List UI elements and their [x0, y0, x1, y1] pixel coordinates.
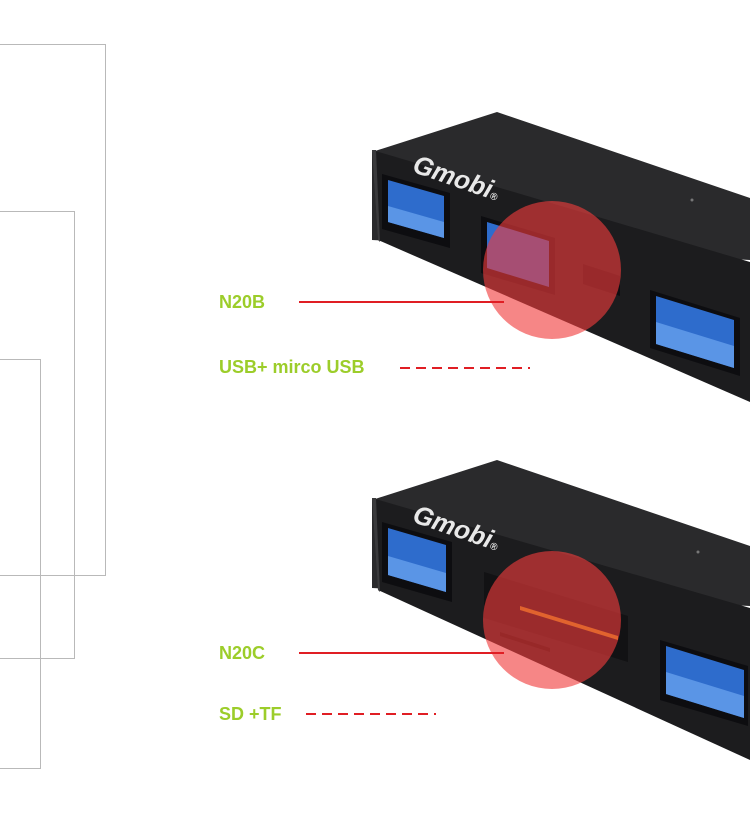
outline-frame — [0, 211, 75, 659]
ports-label-n20c: SD +TF — [219, 704, 282, 724]
highlight-circle — [483, 201, 621, 339]
ports-label-n20b: USB+ mirco USB — [219, 357, 365, 377]
dashed-line — [306, 713, 436, 715]
dashed-line — [400, 367, 530, 369]
model-label-n20b: N20B — [219, 292, 266, 312]
callout-line — [299, 301, 504, 303]
highlight-circle — [483, 551, 621, 689]
model-label-n20c: N20C — [219, 643, 266, 663]
outline-frame — [0, 44, 106, 576]
callout-line — [299, 652, 504, 654]
outline-frame — [0, 359, 41, 769]
